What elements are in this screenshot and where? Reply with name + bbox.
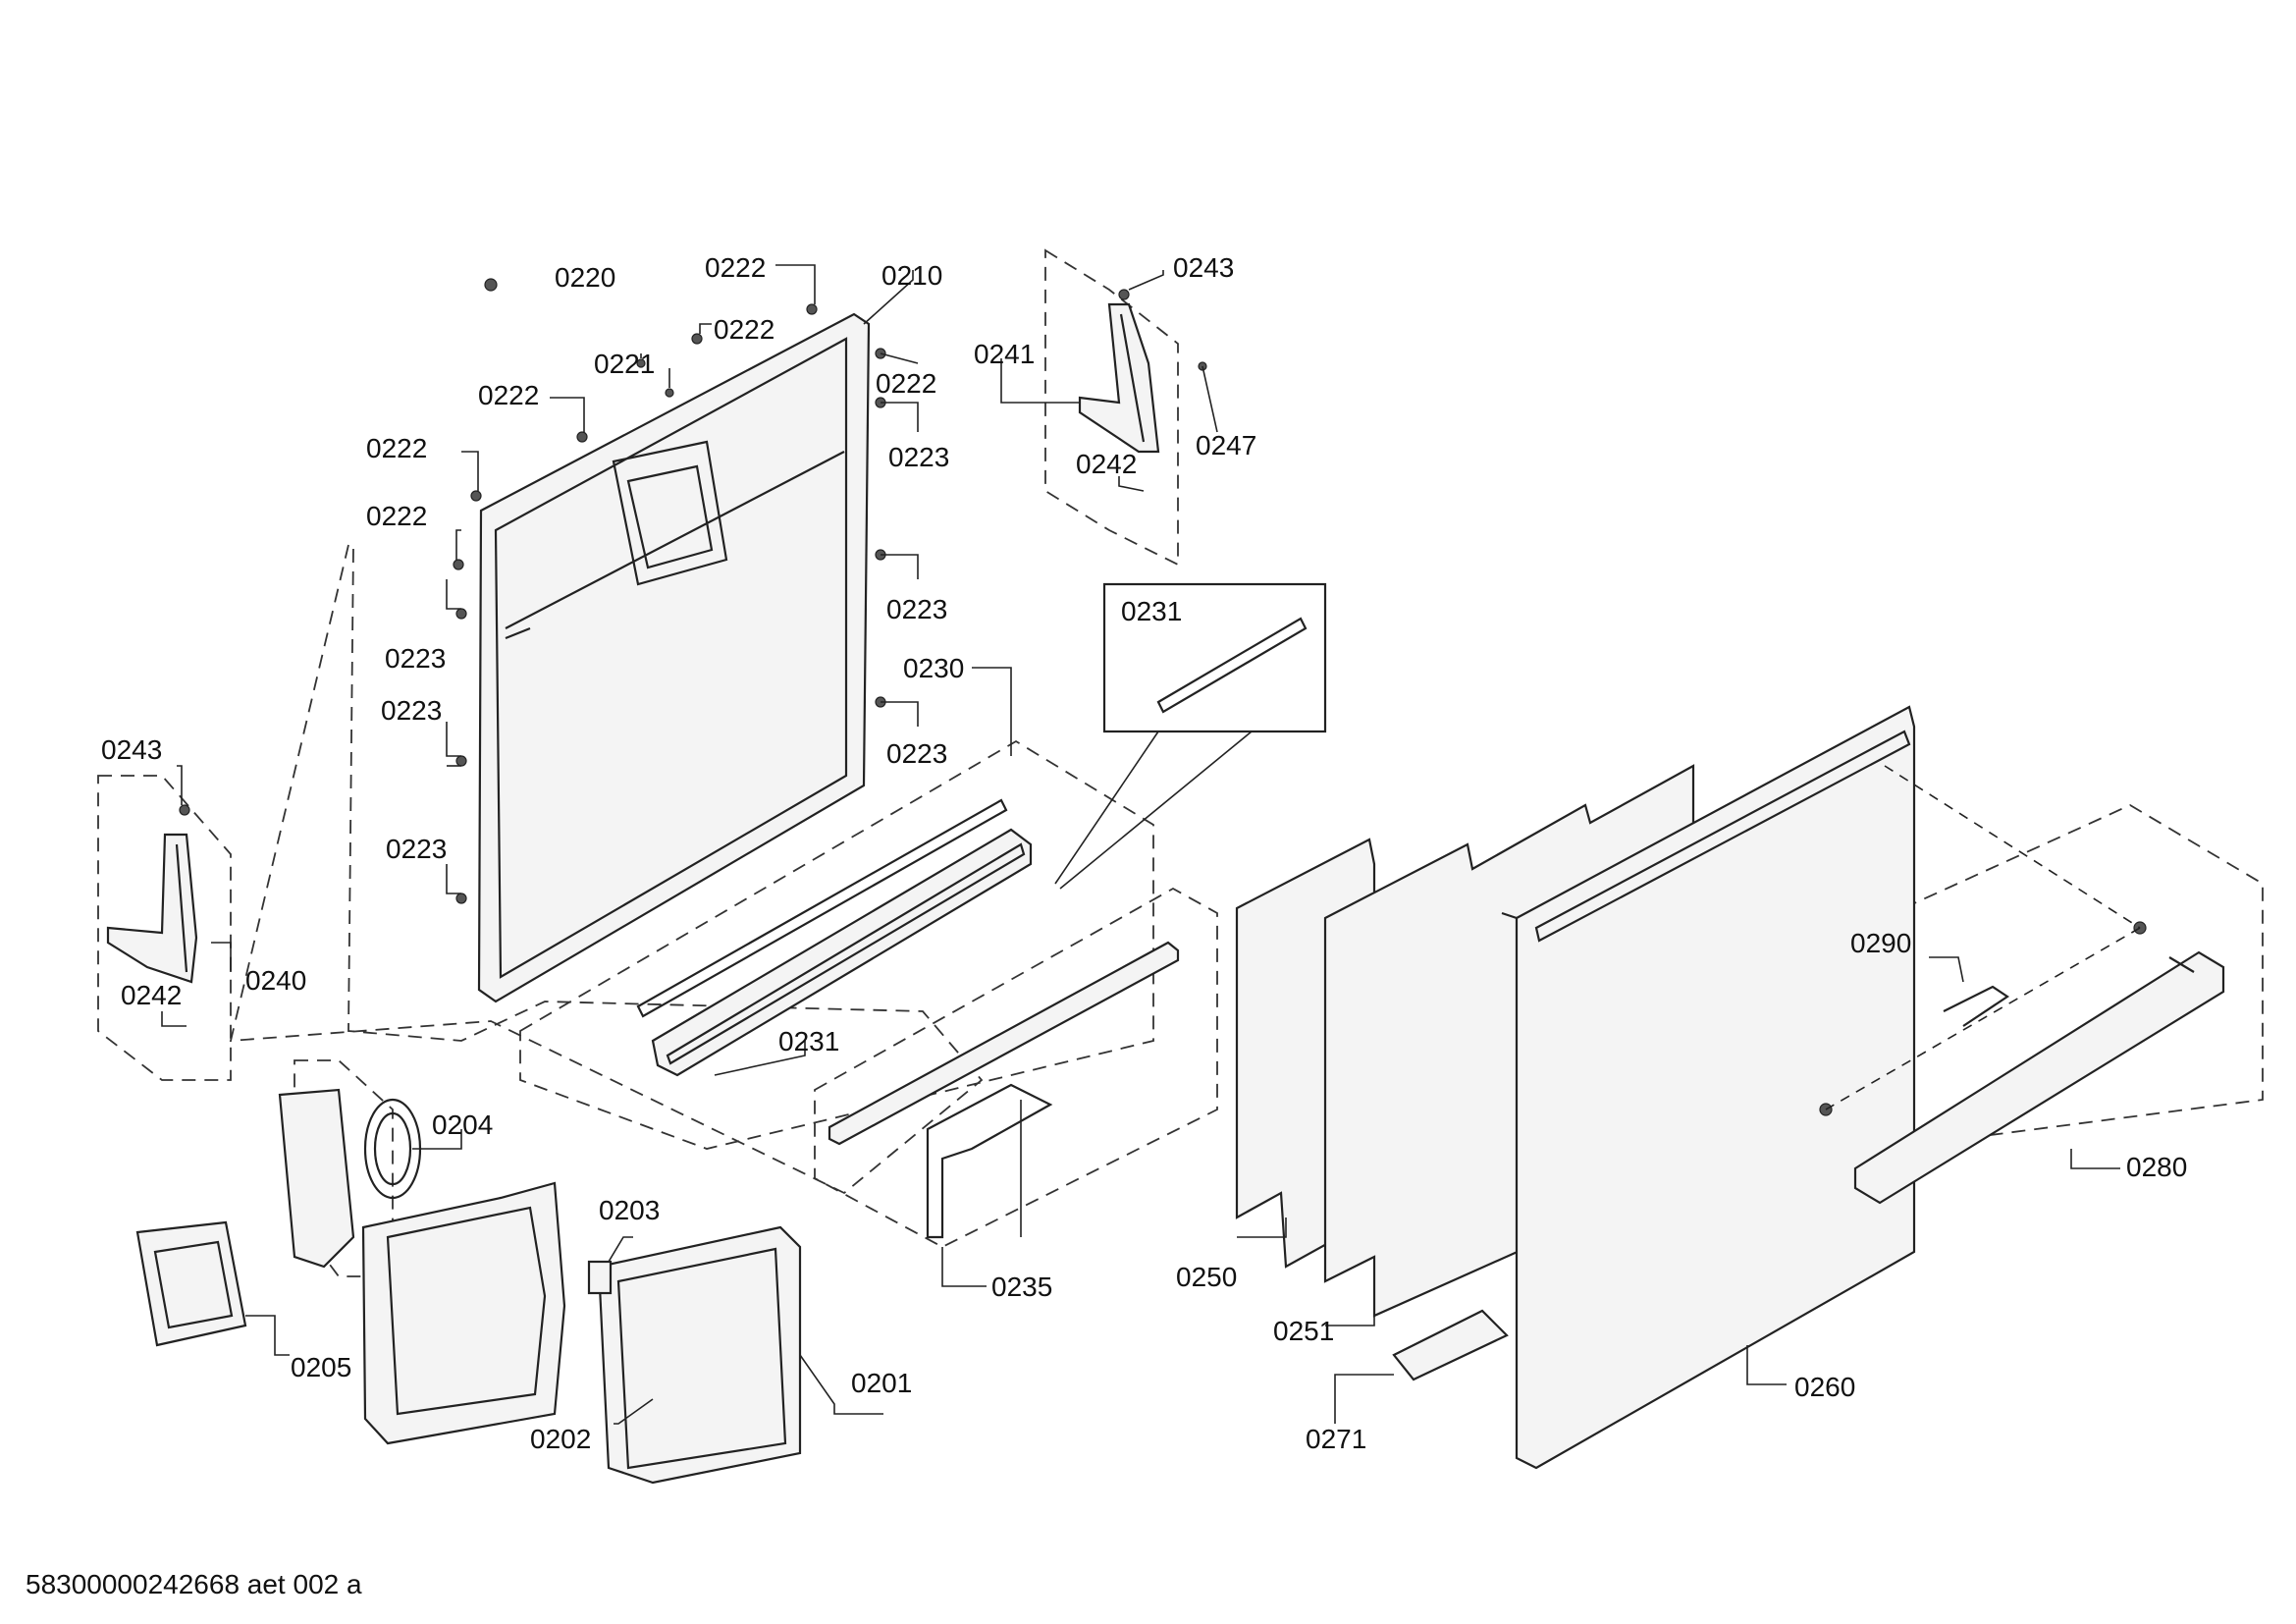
detail-box: [1102, 582, 1327, 733]
allen-key: [1943, 985, 2009, 1027]
label-0240: 0240: [245, 965, 306, 996]
seal-ring: [278, 1088, 422, 1269]
label-0223: 0223: [888, 442, 949, 472]
label-0230: 0230: [903, 653, 964, 683]
label-0223: 0223: [386, 834, 447, 864]
label-0290: 0290: [1850, 928, 1911, 958]
group-outline-rail: [519, 739, 1154, 1150]
label-0222: 0222: [705, 252, 766, 283]
dispenser-assembly: [361, 1181, 802, 1485]
label-0235: 0235: [991, 1272, 1052, 1302]
right-hinge: [1078, 302, 1160, 454]
support-rail: [828, 941, 1180, 1239]
label-0280: 0280: [2126, 1152, 2187, 1182]
label-0210: 0210: [881, 260, 942, 291]
label-0242: 0242: [1076, 449, 1137, 479]
part-0203-clip: [587, 1260, 613, 1295]
label-0223: 0223: [886, 594, 947, 624]
detail-clip: [1156, 617, 1308, 714]
outer-door-panel: [1501, 705, 1916, 1470]
detergent-lid: [135, 1220, 247, 1347]
label-0222: 0222: [876, 368, 936, 399]
label-0251: 0251: [1273, 1316, 1334, 1346]
label-0271: 0271: [1306, 1424, 1366, 1454]
label-0201: 0201: [851, 1368, 912, 1398]
label-0205: 0205: [291, 1352, 351, 1382]
label-0202: 0202: [530, 1424, 591, 1454]
label-0241: 0241: [974, 339, 1035, 369]
inner-door-liner: [477, 312, 871, 1003]
label-0221: 0221: [594, 349, 655, 379]
label-0250: 0250: [1176, 1262, 1237, 1292]
leader-lines: [161, 264, 2141, 1425]
left-hinge: [106, 833, 198, 984]
part-labels: 0220 0222 0210 0222 0221 0222 0222 0222 …: [101, 252, 2187, 1454]
label-0220: 0220: [555, 262, 615, 293]
label-0223: 0223: [886, 738, 947, 769]
label-0223: 0223: [385, 643, 446, 674]
detail-leader: [1059, 731, 1253, 890]
label-0204: 0204: [432, 1110, 493, 1140]
door-handle: [1853, 950, 2225, 1205]
door-seal-rail: [636, 798, 1033, 1077]
document-code: 58300000242668 aet 002 a: [26, 1569, 362, 1599]
label-0222: 0222: [478, 380, 539, 410]
label-0231: 0231: [778, 1026, 839, 1056]
detail-leader: [1054, 731, 1159, 885]
label-0243: 0243: [101, 734, 162, 765]
label-0231: 0231: [1121, 596, 1182, 626]
group-outline-bracket: [814, 887, 1218, 1249]
label-0223: 0223: [381, 695, 442, 726]
label-0247: 0247: [1196, 430, 1256, 460]
label-0222: 0222: [366, 501, 427, 531]
label-0222: 0222: [714, 314, 774, 345]
label-0242: 0242: [121, 980, 182, 1010]
group-outline-right-hinge: [1044, 248, 1179, 567]
label-0203: 0203: [599, 1195, 660, 1225]
group-outline-left-hinge: [97, 775, 232, 1081]
group-outline-dispenser: [229, 544, 984, 1195]
label-0243: 0243: [1173, 252, 1234, 283]
toe-kick-bracket: [1392, 1309, 1509, 1381]
label-0222: 0222: [366, 433, 427, 463]
label-0260: 0260: [1794, 1372, 1855, 1402]
